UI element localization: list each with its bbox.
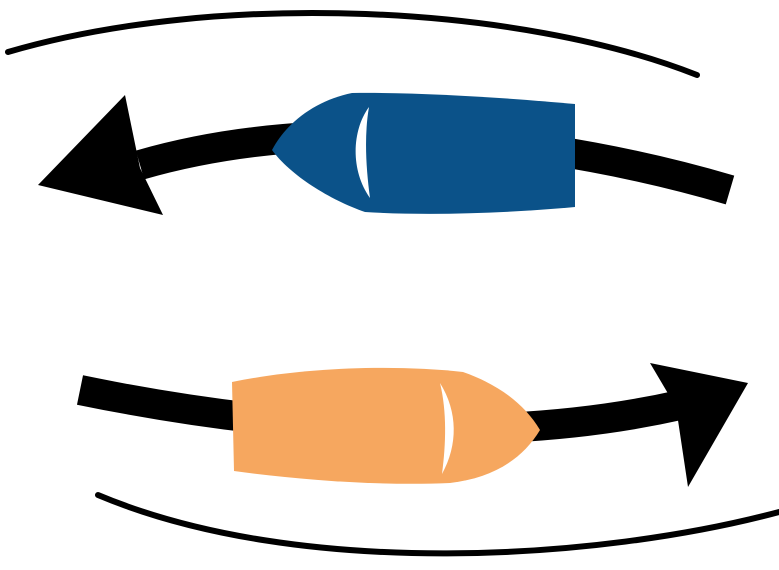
top-boat-window: [355, 107, 370, 198]
bottom-boat: [232, 367, 540, 484]
bottom-boat-window: [440, 383, 454, 474]
bottom-boundary-arc: [95, 492, 779, 557]
top-arrow-head-icon: [38, 95, 163, 215]
bottom-arrow-head-icon: [650, 363, 748, 487]
top-boat: [272, 92, 575, 214]
top-boundary-arc: [5, 10, 700, 78]
